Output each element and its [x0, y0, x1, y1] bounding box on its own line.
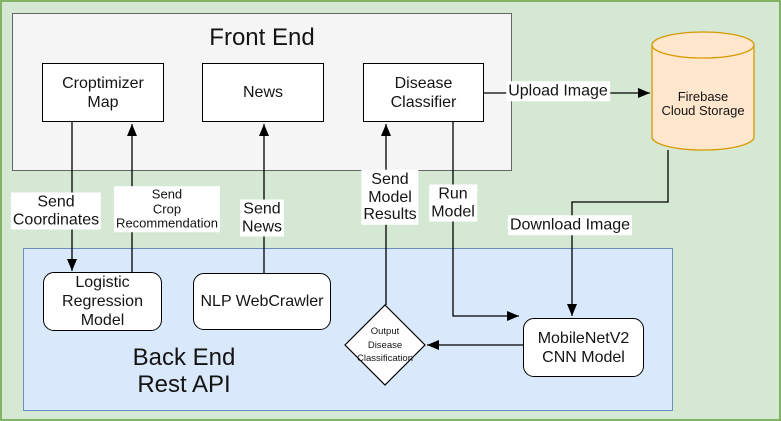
node-mobilenetv2-cnn-model: MobileNetV2 CNN Model: [523, 318, 644, 377]
node-nlp-webcrawler: NLP WebCrawler: [193, 273, 331, 330]
node-logistic-regression-model: Logistic Regression Model: [43, 272, 162, 331]
node-croptimizer-map: Croptimizer Map: [42, 63, 164, 122]
node-disease-classifier: Disease Classifier: [363, 63, 484, 122]
edge-label-send-crop-recommendation: Send Crop Recommendation: [114, 186, 220, 232]
front-end-title: Front End: [209, 24, 315, 51]
back-end-title: Back End Rest API: [132, 344, 236, 398]
edge-label-send-news: Send News: [239, 199, 285, 237]
edge-label-send-model-results: Send Model Results: [361, 169, 419, 225]
node-firebase-cloud-storage: Firebase Cloud Storage: [661, 89, 745, 118]
edge-label-run-model: Run Model: [429, 184, 477, 222]
decision-diamond-label: Output Disease Classification: [357, 326, 413, 364]
edge-label-send-coordinates: Send Coordinates: [10, 192, 102, 230]
edge-label-upload-image: Upload Image: [506, 81, 610, 101]
edge-label-download-image: Download Image: [507, 215, 633, 235]
node-news: News: [202, 63, 324, 122]
